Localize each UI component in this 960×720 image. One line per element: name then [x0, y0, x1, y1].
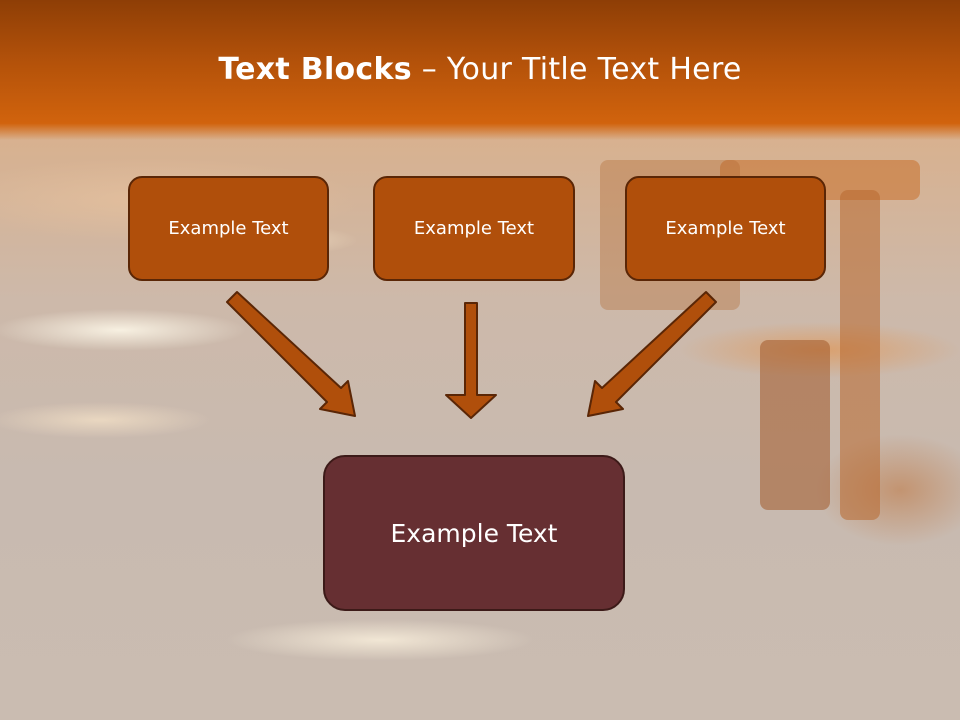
- arrow-center-down: [445, 302, 497, 419]
- arrow-left-diagonal: [226, 291, 356, 417]
- text-block-label: Example Text: [168, 218, 289, 239]
- text-block-center[interactable]: Example Text: [373, 176, 575, 281]
- text-block-label: Example Text: [665, 218, 786, 239]
- arrow-right-diagonal: [587, 291, 717, 417]
- text-block-left[interactable]: Example Text: [128, 176, 329, 281]
- header-band: [0, 0, 960, 140]
- target-block[interactable]: Example Text: [323, 455, 625, 611]
- slide-title: Text Blocks – Your Title Text Here: [0, 52, 960, 87]
- title-bold: Text Blocks: [218, 52, 412, 87]
- pew-shape: [760, 340, 830, 510]
- target-block-label: Example Text: [390, 518, 558, 548]
- text-block-label: Example Text: [413, 218, 535, 239]
- text-block-right[interactable]: Example Text: [625, 176, 826, 281]
- title-rest: – Your Title Text Here: [411, 52, 742, 87]
- pew-shape: [840, 190, 880, 520]
